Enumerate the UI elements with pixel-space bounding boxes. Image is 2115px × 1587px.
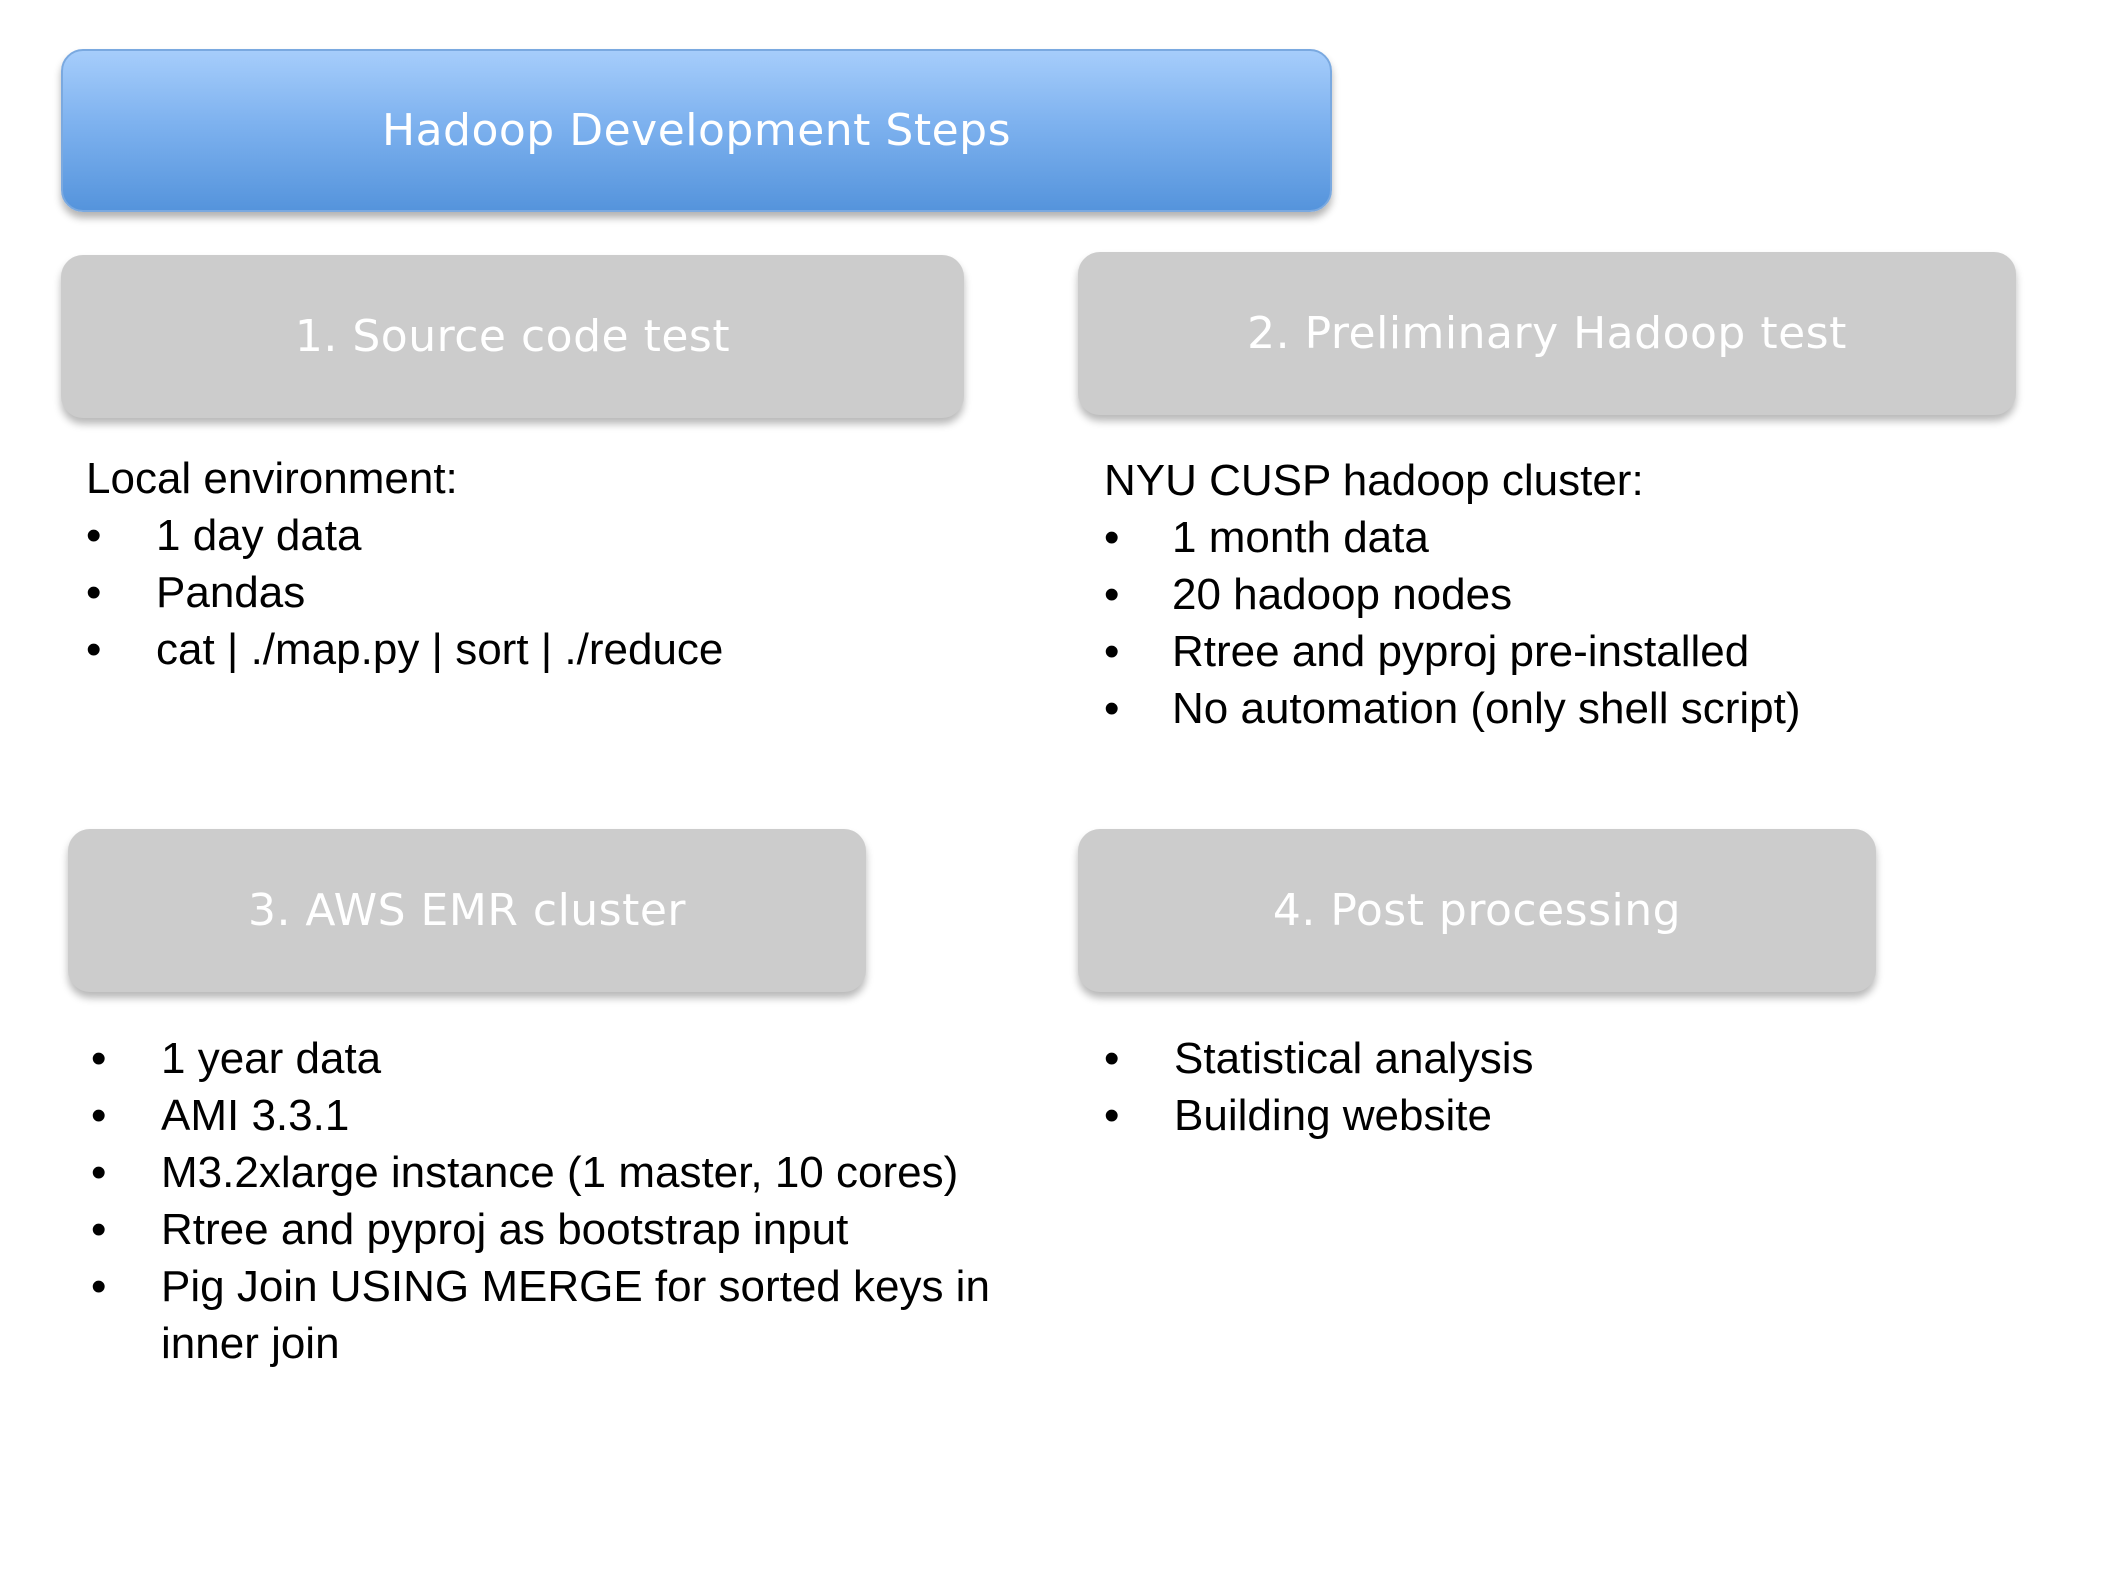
step-1-label: 1. Source code test xyxy=(294,311,731,362)
step-3-details: 1 year data AMI 3.3.1 M3.2xlarge instanc… xyxy=(91,1030,1061,1372)
bullet-item: Rtree and pyproj pre-installed xyxy=(1104,623,1800,680)
step-4-box: 4. Post processing xyxy=(1078,829,1876,992)
bullet-item: cat | ./map.py | sort | ./reduce xyxy=(86,621,723,678)
step-3-bullet-list: 1 year data AMI 3.3.1 M3.2xlarge instanc… xyxy=(91,1030,1061,1372)
bullet-item: Building website xyxy=(1104,1087,1533,1144)
bullet-item: Pig Join USING MERGE for sorted keys in … xyxy=(91,1258,1061,1372)
step-1-details: Local environment: 1 day data Pandas cat… xyxy=(86,450,723,678)
step-1-bullet-list: 1 day data Pandas cat | ./map.py | sort … xyxy=(86,507,723,678)
step-3-box: 3. AWS EMR cluster xyxy=(68,829,866,992)
step-3-label: 3. AWS EMR cluster xyxy=(247,885,687,936)
step-4-label: 4. Post processing xyxy=(1272,885,1682,936)
step-2-box: 2. Preliminary Hadoop test xyxy=(1078,252,2016,415)
step-2-bullet-list: 1 month data 20 hadoop nodes Rtree and p… xyxy=(1104,509,1800,737)
step-2-heading: NYU CUSP hadoop cluster: xyxy=(1104,456,1644,505)
bullet-item: Pandas xyxy=(86,564,723,621)
step-1-box: 1. Source code test xyxy=(61,255,964,418)
step-4-details: Statistical analysis Building website xyxy=(1104,1030,1533,1144)
bullet-item: 1 month data xyxy=(1104,509,1800,566)
diagram-title: Hadoop Development Steps xyxy=(381,105,1012,156)
step-1-heading: Local environment: xyxy=(86,454,458,503)
bullet-item: AMI 3.3.1 xyxy=(91,1087,1061,1144)
bullet-item: No automation (only shell script) xyxy=(1104,680,1800,737)
bullet-item: Statistical analysis xyxy=(1104,1030,1533,1087)
step-4-bullet-list: Statistical analysis Building website xyxy=(1104,1030,1533,1144)
bullet-item: 20 hadoop nodes xyxy=(1104,566,1800,623)
bullet-item: M3.2xlarge instance (1 master, 10 cores) xyxy=(91,1144,1061,1201)
bullet-item: 1 year data xyxy=(91,1030,1061,1087)
step-2-details: NYU CUSP hadoop cluster: 1 month data 20… xyxy=(1104,452,1800,737)
step-2-label: 2. Preliminary Hadoop test xyxy=(1247,308,1847,359)
title-box: Hadoop Development Steps xyxy=(61,49,1332,212)
bullet-item: 1 day data xyxy=(86,507,723,564)
bullet-item: Rtree and pyproj as bootstrap input xyxy=(91,1201,1061,1258)
